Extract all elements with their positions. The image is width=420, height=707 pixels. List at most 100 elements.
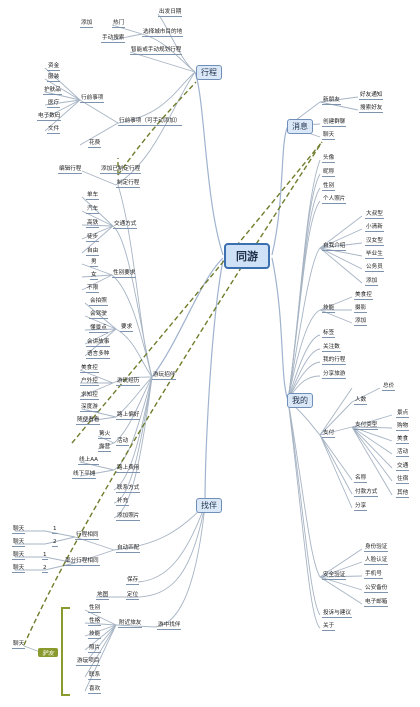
node-office[interactable]: 公务员: [365, 264, 384, 272]
node-num-2b[interactable]: 2: [42, 565, 48, 573]
node-phone[interactable]: 手机号: [364, 571, 383, 579]
node-manual-search[interactable]: 手动搜索: [101, 35, 126, 43]
node-clothes[interactable]: 服装: [47, 74, 61, 82]
node-auto-match[interactable]: 自动匹配: [116, 545, 141, 553]
node-electronics[interactable]: 电子数码: [37, 113, 62, 121]
node-events[interactable]: 活动: [396, 449, 410, 457]
node-edit-itinerary[interactable]: 编辑行程: [58, 166, 83, 174]
node-guy-type[interactable]: 汉女型: [365, 238, 384, 246]
node-high-speed[interactable]: 高铁: [86, 220, 100, 228]
node-about[interactable]: 关于: [322, 623, 336, 631]
node-male[interactable]: 男: [90, 259, 98, 267]
node-nickname[interactable]: 昵称: [322, 169, 336, 177]
node-gender[interactable]: 性别: [88, 605, 102, 613]
node-security[interactable]: 安全验证: [322, 572, 347, 580]
node-driving[interactable]: 会驾驶: [89, 311, 108, 319]
node-my-itinerary[interactable]: 我的行程: [322, 357, 347, 365]
node-start-date[interactable]: 出发日期: [158, 9, 183, 17]
branch-me[interactable]: 我的: [287, 393, 313, 408]
node-tags[interactable]: 标签: [322, 330, 336, 338]
node-search-friend[interactable]: 搜索好友: [359, 105, 384, 113]
node-chat-3[interactable]: 聊天: [12, 552, 26, 560]
node-pay-type[interactable]: 支付类型: [354, 422, 379, 430]
node-casual[interactable]: 随便看看: [76, 417, 101, 425]
node-documents[interactable]: 文件: [47, 126, 61, 134]
node-itin-same[interactable]: 行程相同: [75, 532, 100, 540]
node-medical[interactable]: 医疗: [47, 100, 61, 108]
node-nearby[interactable]: 附近旅友: [118, 620, 143, 628]
node-shopping[interactable]: 购物: [396, 423, 410, 431]
node-offline-split[interactable]: 线下平摊: [72, 471, 97, 479]
node-profile-photo[interactable]: 个人照片: [322, 196, 347, 204]
node-make-itinerary[interactable]: 制定行程: [116, 180, 141, 188]
node-chat-msg[interactable]: 聊天: [322, 132, 336, 140]
node-delicacy[interactable]: 美食: [396, 436, 410, 444]
node-police-backup[interactable]: 公安备份: [364, 585, 389, 593]
node-play-items[interactable]: 游玩项目: [76, 658, 101, 666]
node-locate[interactable]: 定位: [126, 592, 140, 600]
node-transport[interactable]: 交通方式: [113, 221, 138, 229]
node-hot[interactable]: 热门: [112, 20, 126, 28]
node-deep-travel[interactable]: 深度游: [80, 404, 99, 412]
node-name[interactable]: 名称: [354, 475, 368, 483]
node-add-intro[interactable]: 添加: [365, 278, 379, 286]
node-pay-method[interactable]: 付款方式: [354, 489, 379, 497]
node-save[interactable]: 保存: [126, 577, 140, 585]
node-food-ctrl[interactable]: 美食控: [354, 292, 373, 300]
node-little-fresh[interactable]: 小清新: [365, 224, 384, 232]
node-cost[interactable]: 花费: [88, 140, 102, 148]
node-big-type[interactable]: 大叔型: [365, 211, 384, 219]
node-map[interactable]: 地图: [96, 592, 110, 600]
node-chat-2[interactable]: 聊天: [12, 539, 26, 547]
node-travel-exp[interactable]: 游玩经历: [116, 378, 141, 386]
node-female[interactable]: 女: [90, 272, 98, 280]
node-lodging[interactable]: 住宿: [396, 476, 410, 484]
node-travel-items-opt[interactable]: 行前事项（可手动添加）: [118, 118, 182, 126]
node-bicycle[interactable]: 单车: [86, 192, 100, 200]
node-free[interactable]: 自由: [86, 248, 100, 256]
node-bonfire[interactable]: 篝火: [98, 431, 112, 439]
node-sharing[interactable]: 分享: [354, 503, 368, 511]
center-topic[interactable]: 同游: [224, 243, 270, 269]
node-photo[interactable]: 会拍照: [89, 298, 108, 306]
node-photos[interactable]: 照片: [88, 645, 102, 653]
node-languages[interactable]: 语言多种: [86, 351, 111, 359]
node-play-contact[interactable]: 联系: [88, 672, 102, 680]
node-activity[interactable]: 活动: [116, 438, 130, 446]
node-route-cost[interactable]: 路上费用: [116, 465, 141, 473]
node-follow[interactable]: 关注数: [322, 344, 341, 352]
node-chat-5[interactable]: 聊天: [12, 641, 26, 649]
node-identity-verify[interactable]: 身份验证: [364, 544, 389, 552]
node-in-travel[interactable]: 游中找伴: [157, 622, 182, 630]
node-skincare[interactable]: 护肤品: [43, 87, 62, 95]
node-traffic[interactable]: 交通: [396, 463, 410, 471]
node-num-people[interactable]: 人数: [354, 397, 368, 405]
node-requirements[interactable]: 要求: [120, 324, 134, 332]
node-choose-city[interactable]: 选择城市目的地: [142, 29, 184, 37]
branch-itinerary[interactable]: 行程: [196, 65, 222, 80]
tag-companion[interactable]: 驴友: [38, 648, 59, 657]
node-scenery[interactable]: 景点: [396, 410, 410, 418]
node-num-2a[interactable]: 2: [52, 539, 58, 547]
node-smart-plan[interactable]: 智能或手动规划行程: [130, 47, 183, 55]
node-new-friend[interactable]: 新朋友: [322, 97, 341, 105]
node-personality[interactable]: 性格: [88, 618, 102, 626]
node-total-price[interactable]: 总价: [382, 383, 396, 391]
node-knowledge[interactable]: 求知控: [80, 392, 99, 400]
node-chat-1[interactable]: 聊天: [12, 526, 26, 534]
node-share[interactable]: 分享旅游: [322, 371, 347, 379]
node-online-aa[interactable]: 线上AA: [78, 457, 99, 465]
node-unlimited[interactable]: 不限: [86, 285, 100, 293]
node-car[interactable]: 汽车: [86, 206, 100, 214]
node-face-verify[interactable]: 人脸认证: [364, 557, 389, 565]
node-chat-4[interactable]: 聊天: [12, 565, 26, 573]
node-partial-same[interactable]: 部分行程相同: [64, 558, 100, 566]
node-skills[interactable]: 技能: [322, 305, 336, 313]
node-complaint[interactable]: 投诉与建议: [322, 610, 352, 618]
node-num-1b[interactable]: 1: [42, 552, 48, 560]
branch-message[interactable]: 消息: [287, 119, 313, 134]
node-student[interactable]: 毕业生: [365, 251, 384, 259]
node-recruit[interactable]: 游玩招伴: [152, 372, 177, 380]
node-contact[interactable]: 联系方式: [116, 485, 141, 493]
node-friend-notice[interactable]: 好友通知: [359, 92, 384, 100]
